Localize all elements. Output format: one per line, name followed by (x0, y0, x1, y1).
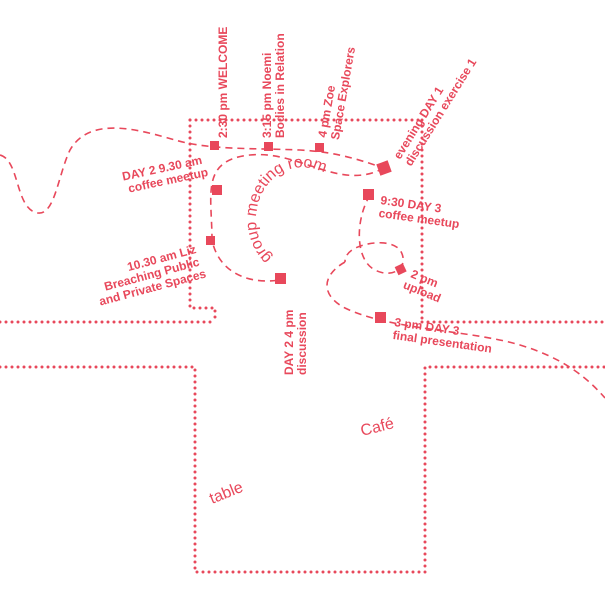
marker-noemi (264, 142, 273, 151)
marker-welcome (210, 141, 219, 150)
corridor-lower-wall (0, 365, 605, 574)
path-room-loop (209, 153, 385, 282)
event-evening-day1: evening DAY 1 discussion exercise 1 (391, 49, 480, 169)
event-noemi: 3:15 pm Noemi Bodies in Relation (260, 33, 287, 138)
cafe-label: Café (359, 415, 396, 440)
marker-evening-day1 (376, 160, 392, 176)
marker-upload (394, 263, 407, 276)
table-label: table (207, 479, 246, 508)
event-day2-coffee: DAY 2 9.30 am coffee meetup (121, 152, 210, 196)
walls (0, 118, 605, 574)
event-day2-discussion: DAY 2 4 pm discussion (282, 306, 309, 375)
event-liz: 10.30 am Liz Breaching Public and Privat… (91, 241, 208, 308)
marker-liz (206, 236, 215, 245)
event-upload: 2 pm upload (401, 266, 448, 306)
path-exit (326, 261, 605, 399)
path-entry (0, 127, 385, 214)
marker-day2-coffee (212, 185, 222, 195)
marker-final (375, 312, 386, 323)
marker-day2-discussion (275, 273, 286, 284)
meeting-room-label: group meeting room (243, 154, 329, 266)
marker-day3-coffee (363, 189, 374, 200)
marker-zoe (315, 143, 324, 152)
event-day3-coffee: 9:30 DAY 3 coffee meetup (378, 193, 462, 231)
event-zoe: 4 pm Zoe Space Explorers (315, 43, 358, 141)
event-welcome: 2:30 pm WELCOME (216, 27, 230, 138)
meeting-room-wall-left (188, 118, 217, 324)
path-upload-loop (344, 194, 404, 275)
event-markers (206, 141, 407, 323)
path-lines (0, 127, 605, 399)
